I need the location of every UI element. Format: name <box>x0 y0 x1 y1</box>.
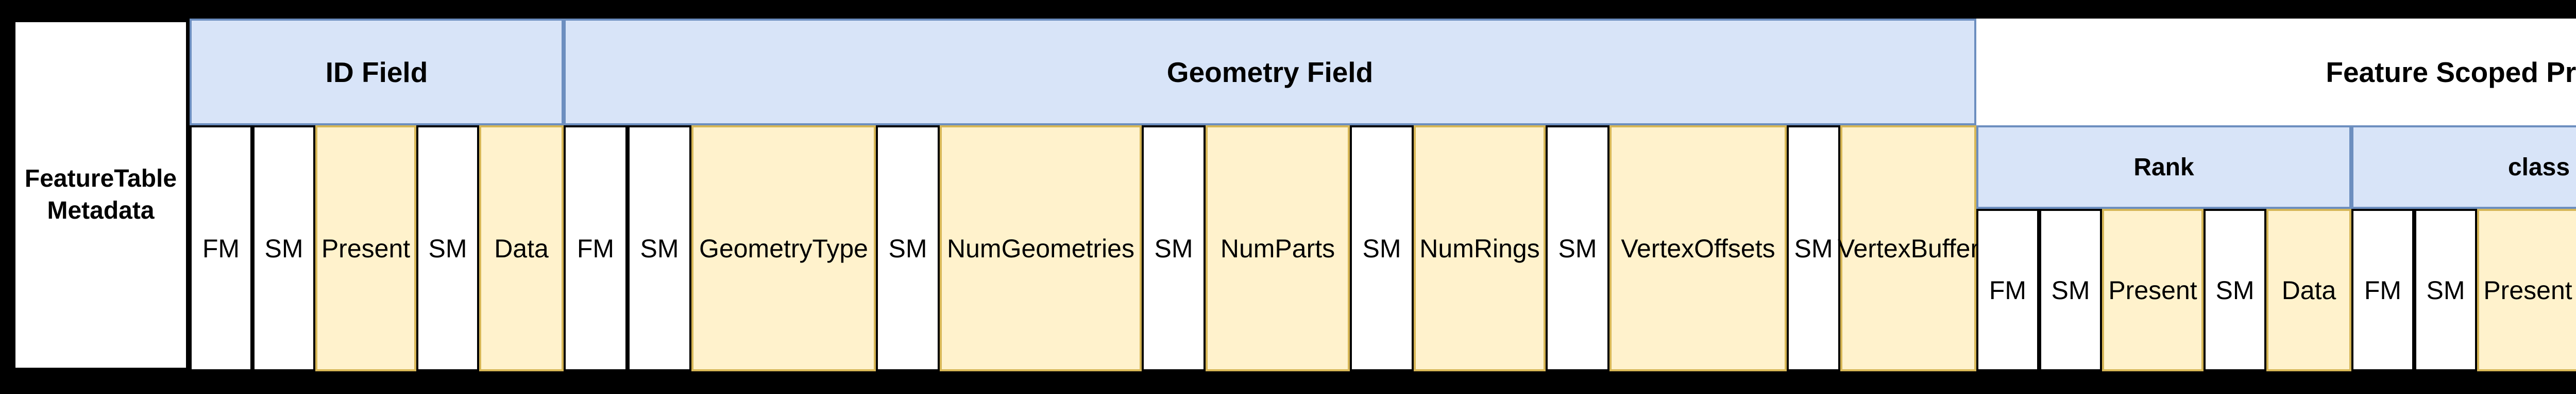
geometry-field-group: Geometry Field FM SM GeometryType SM Num… <box>564 19 1979 371</box>
class-header: class <box>2351 125 2576 209</box>
geometry-numrings-cell: NumRings <box>1414 125 1546 371</box>
feature-scoped-property-fields-group: Feature Scoped Property Fields Rank FM S… <box>1976 19 2576 371</box>
geometry-field-cells: FM SM GeometryType SM NumGeometries SM N… <box>564 125 1979 371</box>
id-field-cells: FM SM Present SM Data <box>190 125 564 371</box>
geometry-numgeometries-cell: NumGeometries <box>940 125 1142 371</box>
class-sm-cell-1: SM <box>2414 209 2477 371</box>
geometry-type-cell: GeometryType <box>691 125 876 371</box>
geometry-sm-cell-6: SM <box>1787 125 1840 371</box>
rank-data-cell: Data <box>2266 209 2351 371</box>
class-present-cell: Present <box>2477 209 2576 371</box>
class-subgroup: class FM SM Present SM Data <box>2351 125 2576 371</box>
rank-fm-cell: FM <box>1976 209 2039 371</box>
id-present-cell: Present <box>315 125 416 371</box>
geometry-fm-cell: FM <box>564 125 628 371</box>
geometry-sm-cell-5: SM <box>1546 125 1609 371</box>
feature-scoped-subgroups: Rank FM SM Present SM Data class FM SM <box>1976 125 2576 371</box>
id-field-group: ID Field FM SM Present SM Data <box>190 19 564 371</box>
id-field-header: ID Field <box>190 19 564 125</box>
geometry-numparts-cell: NumParts <box>1206 125 1350 371</box>
geometry-field-header: Geometry Field <box>564 19 1976 125</box>
rank-header: Rank <box>1976 125 2351 209</box>
geometry-vertexbuffer-cell: VertexBuffer <box>1838 125 1979 371</box>
id-sm-cell-1: SM <box>252 125 315 371</box>
id-data-cell: Data <box>479 125 564 371</box>
rank-sm-cell-2: SM <box>2204 209 2266 371</box>
geometry-sm-cell-3: SM <box>1142 125 1206 371</box>
geometry-vertexoffsets-cell: VertexOffsets <box>1609 125 1787 371</box>
geometry-sm-cell-2: SM <box>876 125 940 371</box>
class-fm-cell: FM <box>2351 209 2414 371</box>
rank-subgroup: Rank FM SM Present SM Data <box>1976 125 2351 371</box>
geometry-sm-cell-4: SM <box>1350 125 1414 371</box>
diagram-content: FeatureTable Metadata ID Field FM SM Pre… <box>12 19 2576 371</box>
id-fm-cell: FM <box>190 125 252 371</box>
featuretable-metadata-box: FeatureTable Metadata <box>12 19 190 371</box>
feature-scoped-property-fields-header: Feature Scoped Property Fields <box>1976 19 2576 125</box>
rank-cells: FM SM Present SM Data <box>1976 209 2351 371</box>
class-cells: FM SM Present SM Data <box>2351 209 2576 371</box>
featuretable-metadata-label-line1: FeatureTable <box>24 165 177 192</box>
rank-present-cell: Present <box>2102 209 2204 371</box>
geometry-sm-cell-1: SM <box>628 125 691 371</box>
rank-sm-cell-1: SM <box>2039 209 2102 371</box>
featuretable-metadata-label-line2: Metadata <box>47 197 155 224</box>
id-sm-cell-2: SM <box>416 125 479 371</box>
